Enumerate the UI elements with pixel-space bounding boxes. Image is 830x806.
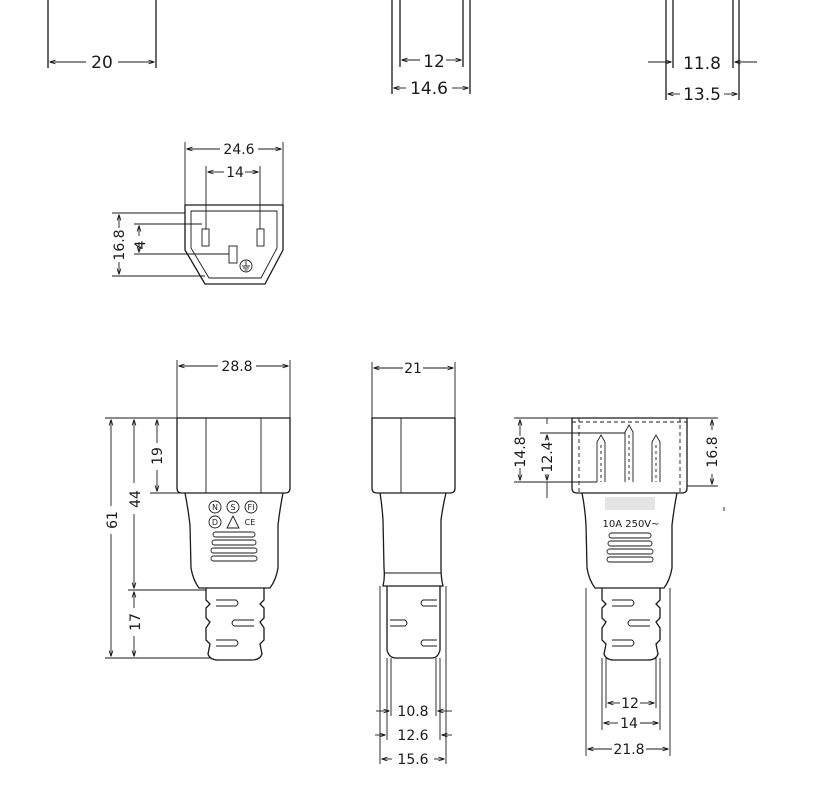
grip-rings: [210, 531, 258, 562]
front-view: N S FI D CE 28.8: [105, 359, 291, 661]
side-view: 21 10.8 12.6 15.6: [371, 361, 456, 768]
dim-plug-height-inner: 12.4: [540, 441, 556, 472]
plug-rating-area: 10A 250V~: [602, 497, 660, 530]
dim-top-mid-outer: 14.6: [410, 79, 448, 99]
dim-socket-width: 24.6: [223, 142, 254, 158]
dim-front-width: 28.8: [221, 359, 252, 375]
plug-rating: 10A 250V~: [602, 519, 659, 530]
cert-marks: N S FI D CE: [208, 500, 258, 529]
plug-view: 10A 250V~ 14.8 12.4 16.8: [513, 417, 725, 758]
dim-top-right-outer: 13.5: [683, 85, 721, 105]
plug-grip-rings: [606, 532, 654, 563]
dim-side-width: 21: [404, 361, 422, 377]
top-middle-view: 12 14.6: [391, 0, 471, 99]
dim-side-tail-outer: 15.6: [397, 752, 428, 768]
dim-socket-pin-spacing: 14: [226, 165, 244, 181]
socket-pin-right: [256, 228, 265, 247]
dim-plug-tail-outer: 21.8: [613, 742, 644, 758]
cert-d: D: [212, 518, 218, 527]
dim-top-left-width: 20: [91, 53, 113, 73]
dim-plug-height-outer: 14.8: [513, 436, 529, 467]
dim-front-height-body: 44: [128, 490, 144, 508]
dim-socket-offset: 4: [133, 240, 149, 249]
dim-socket-height: 16.8: [112, 229, 128, 260]
cert-n: N: [212, 503, 218, 512]
dim-side-tail-mid: 12.6: [397, 728, 428, 744]
dim-front-head: 19: [150, 447, 166, 465]
socket-face-view: 24.6 14 16.8 4: [112, 142, 284, 285]
cert-fi: FI: [248, 503, 255, 512]
dim-top-right-inner: 11.8: [683, 54, 721, 74]
cert-ce: CE: [245, 518, 256, 527]
plug-pins: [596, 424, 661, 482]
dim-plug-tail-inner: 12: [621, 696, 639, 712]
dim-plug-height-right: 16.8: [705, 436, 721, 467]
dim-side-tail-inner: 10.8: [397, 704, 428, 720]
top-right-view: 11.8 13.5: [648, 0, 757, 105]
cert-s: S: [230, 503, 235, 512]
dim-front-height-total: 61: [105, 511, 121, 529]
top-left-view: 20: [47, 0, 157, 73]
earth-icon: [239, 259, 253, 273]
dim-front-tail: 17: [128, 613, 144, 631]
socket-pin-left: [201, 228, 210, 247]
dim-top-mid-inner: 12: [423, 52, 445, 72]
dim-plug-tail-mid: 14: [620, 716, 638, 732]
socket-pin-earth: [228, 245, 238, 264]
